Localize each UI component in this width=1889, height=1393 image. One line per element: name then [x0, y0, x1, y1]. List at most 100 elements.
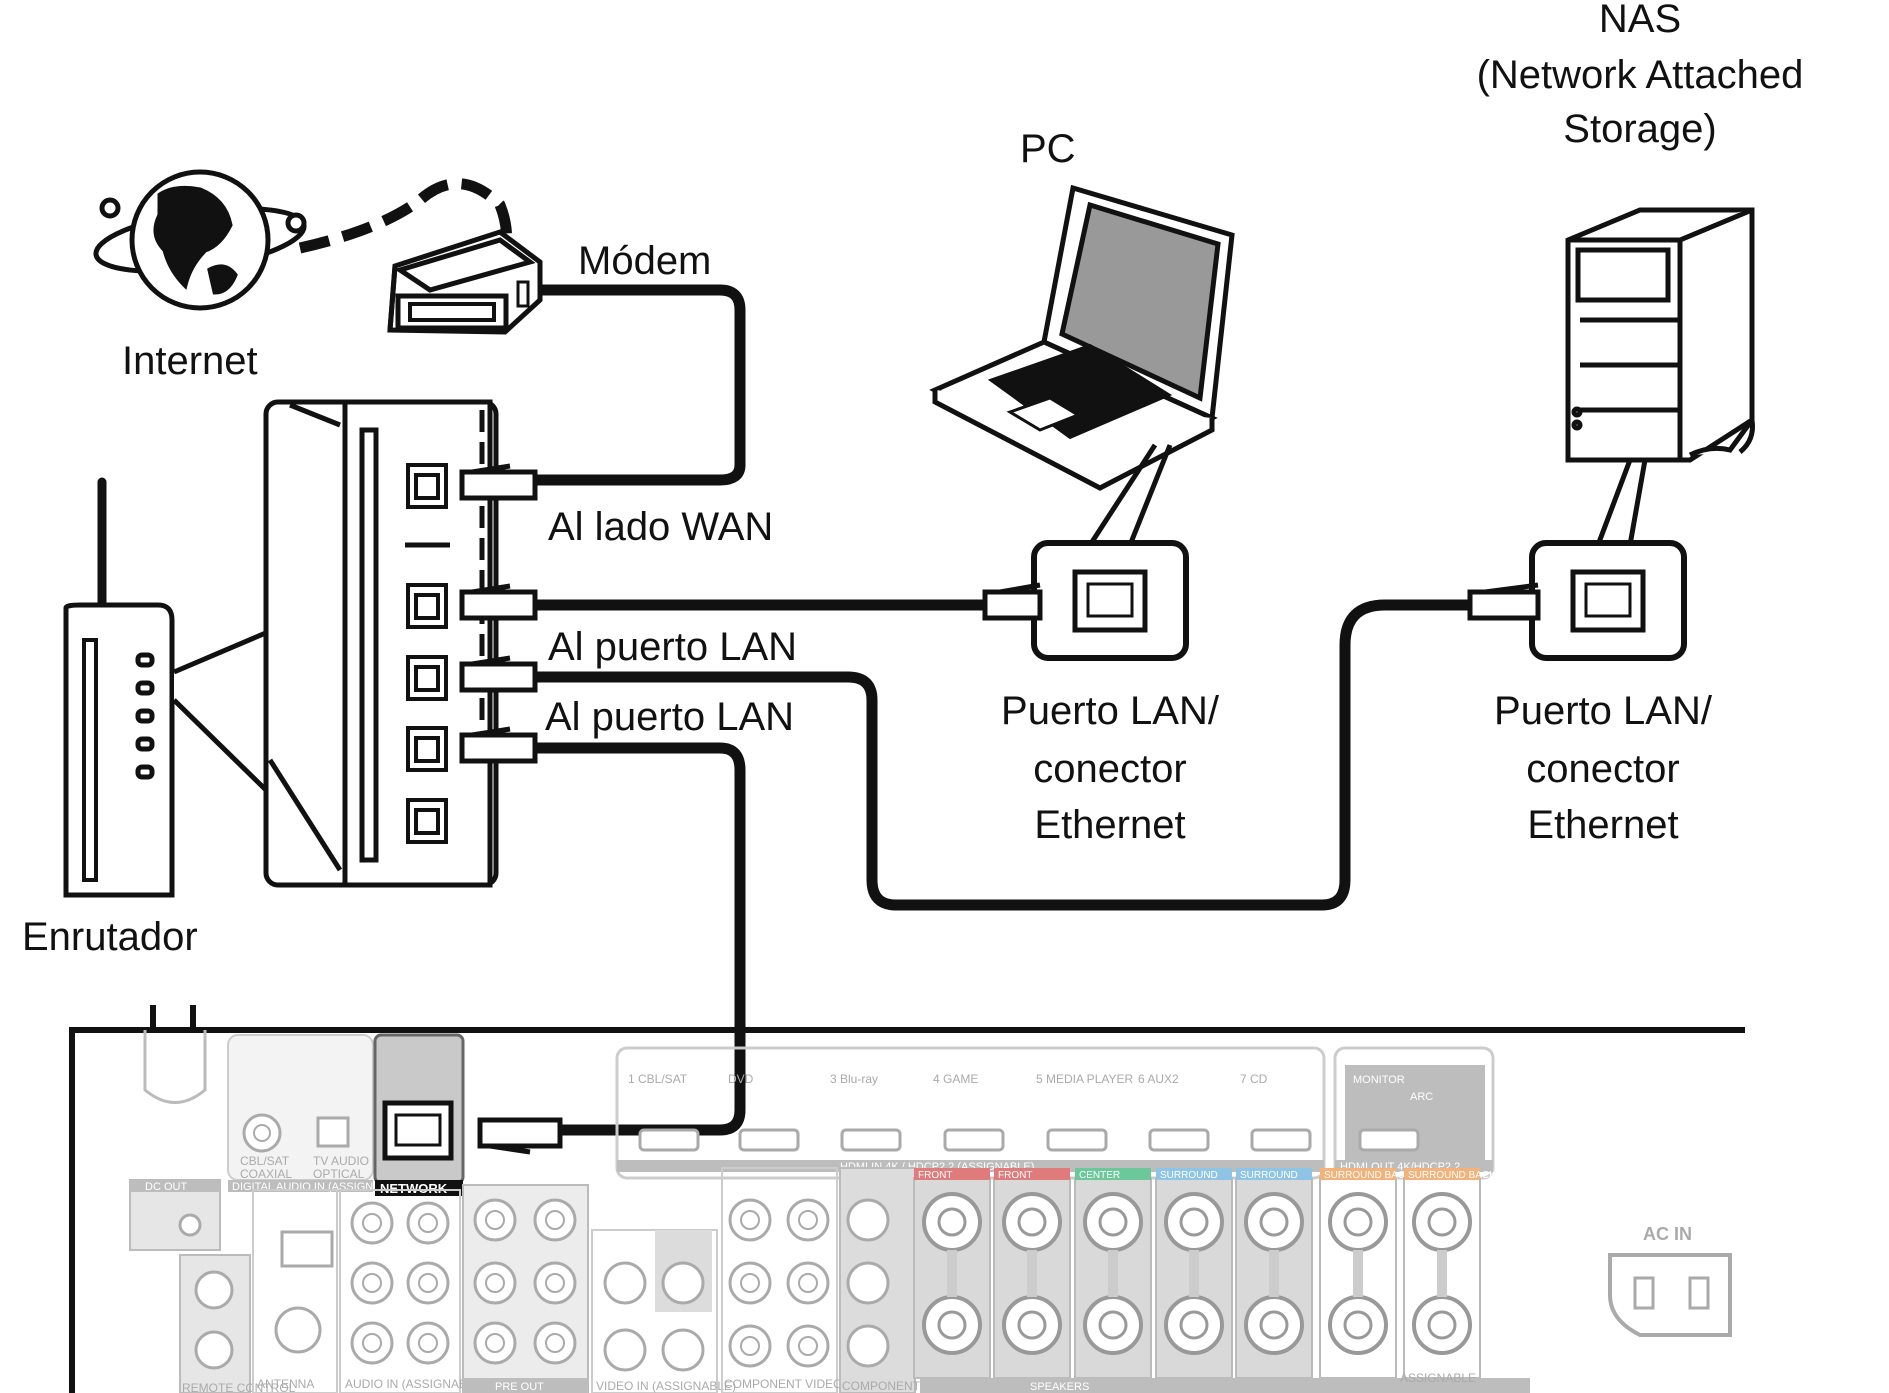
router-title: Enrutador: [22, 915, 198, 959]
speaker-channel-label: CENTER: [1079, 1170, 1120, 1181]
hdmi-port: [943, 1128, 1005, 1152]
hdmi-port: [738, 1128, 800, 1152]
hdmi-port: [1046, 1128, 1108, 1152]
hdmi-input-row: 1 CBL/SAT DVD 3 Blu-ray 4 GAME 5 MEDIA PLAYE…: [628, 1072, 1312, 1152]
hdmi-port: [1250, 1128, 1312, 1152]
speaker-link-bar: [1353, 1250, 1363, 1297]
wan-side-label: Al lado WAN: [548, 505, 774, 549]
hdmi-port: [840, 1128, 902, 1152]
nas-callout: [1595, 459, 1648, 546]
router-ports: [405, 463, 450, 844]
speaker-link-bar: [1189, 1250, 1199, 1297]
ethernet-port-icon: [406, 798, 448, 844]
antenna-label: ANTENNA: [257, 1377, 314, 1391]
ac-in-label: AC IN: [1643, 1224, 1692, 1244]
hdmi-input-label: 6 AUX2: [1138, 1072, 1179, 1086]
pre-out-jacks: [473, 1198, 577, 1365]
router-icon: [63, 477, 271, 898]
nas-title-line3: Storage): [1563, 107, 1717, 151]
dc-out-label: DC OUT: [145, 1181, 187, 1193]
pc-port-callout: [1031, 540, 1189, 661]
speaker-binding-post-center: [937, 1310, 967, 1340]
svg-text:TV AUDIO: TV AUDIO: [313, 1154, 369, 1168]
speaker-binding-post-center: [1179, 1310, 1209, 1340]
ethernet-port-icon: [406, 583, 448, 629]
speaker-binding-post-center: [1098, 1310, 1128, 1340]
rca-jack-center: [545, 1333, 565, 1353]
hdmi-input-label: 5 MEDIA PLAYER: [1036, 1072, 1133, 1086]
rca-jack-center: [485, 1333, 505, 1353]
speaker-link-bar: [1108, 1250, 1118, 1297]
speaker-binding-post-center: [1427, 1207, 1457, 1237]
speaker-channel-label: SURROUND BACK: [1324, 1170, 1412, 1181]
modem-title: Módem: [578, 239, 712, 283]
rca-jack-center: [798, 1210, 818, 1230]
nas-port-label-line2: conector: [1526, 747, 1680, 791]
rca-jack-center: [798, 1273, 818, 1293]
speaker-channel-label: FRONT: [918, 1170, 952, 1181]
internet-title: Internet: [122, 339, 258, 383]
lan-port-label-1: Al puerto LAN: [548, 625, 798, 669]
component-video-in-jacks: [728, 1198, 830, 1368]
rca-jack-center: [740, 1336, 760, 1356]
speaker-channel-band: [994, 1168, 1070, 1180]
speaker-binding-post-center: [1017, 1207, 1047, 1237]
remote-control-label: REMOTE CONTROL: [182, 1381, 296, 1393]
ethernet-port-icon: [1072, 569, 1148, 633]
network-label: NETWORK: [380, 1181, 448, 1196]
pc-port-label-line2: conector: [1033, 747, 1187, 791]
modem-icon: [387, 229, 543, 335]
speaker-link-bar: [947, 1250, 957, 1297]
ethernet-plug-icon: [459, 655, 538, 693]
nas-title-line1: NAS: [1598, 0, 1682, 41]
rca-jack-center: [362, 1273, 382, 1293]
speaker-binding-post-center: [1098, 1207, 1128, 1237]
rca-jack-center: [740, 1273, 760, 1293]
rca-jack-center: [798, 1336, 818, 1356]
audio-in-label: AUDIO IN (ASSIGNABLE): [345, 1377, 486, 1391]
svg-text:CBL/SAT: CBL/SAT: [240, 1154, 290, 1168]
ethernet-port-icon: [406, 655, 448, 701]
speaker-binding-post-center: [1343, 1310, 1373, 1340]
pre-out-label: PRE OUT: [495, 1381, 544, 1393]
rca-jack-center: [545, 1273, 565, 1293]
speaker-channel-label: SURROUND BACK: [1408, 1170, 1496, 1181]
hdmi-input-label: DVD: [728, 1072, 754, 1086]
speaker-channel-band: [914, 1168, 990, 1180]
laptop-icon: [929, 184, 1235, 491]
svg-text:COAXIAL: COAXIAL: [240, 1167, 292, 1181]
ethernet-plug-icon: [459, 726, 538, 764]
speaker-link-bar: [1269, 1250, 1279, 1297]
speaker-binding-post-center: [937, 1207, 967, 1237]
speakers-label: SPEAKERS: [1030, 1381, 1089, 1393]
rca-jack-center: [362, 1333, 382, 1353]
hdmi-port: [638, 1128, 700, 1152]
ethernet-plug-icon: [477, 1117, 563, 1155]
hdmi-port: [1148, 1128, 1210, 1152]
audio-in-jacks: [350, 1201, 450, 1365]
pc-title: PC: [1020, 127, 1076, 171]
pc-port-label-line3: Ethernet: [1034, 803, 1186, 847]
assignable-label: ASSIGNABLE: [1400, 1371, 1476, 1385]
hdmi-input-label: 3 Blu-ray: [830, 1072, 878, 1086]
ethernet-port-icon: [406, 463, 448, 509]
hdmi-input-label: 4 GAME: [933, 1072, 978, 1086]
ethernet-plug-icon: [1467, 582, 1541, 621]
rca-jack-center: [485, 1273, 505, 1293]
speaker-channel-band: [1236, 1168, 1312, 1180]
speaker-channel-label: SURROUND: [1160, 1170, 1218, 1181]
lan-port-label-2: Al puerto LAN: [545, 695, 795, 739]
receiver-cable: [535, 742, 746, 1136]
speaker-binding-post-center: [1343, 1207, 1373, 1237]
svg-text:OPTICAL: OPTICAL: [313, 1167, 365, 1181]
hdmi-input-label: 1 CBL/SAT: [628, 1072, 688, 1086]
ethernet-port-icon: [406, 726, 448, 772]
globe-icon: [93, 169, 307, 311]
nas-port-callout: [1529, 540, 1687, 661]
nas-cable: [535, 599, 1470, 911]
nas-port-label-line1: Puerto LAN/: [1494, 689, 1712, 733]
monitor-label: MONITOR: [1353, 1074, 1405, 1086]
speaker-binding-post-center: [1259, 1207, 1289, 1237]
